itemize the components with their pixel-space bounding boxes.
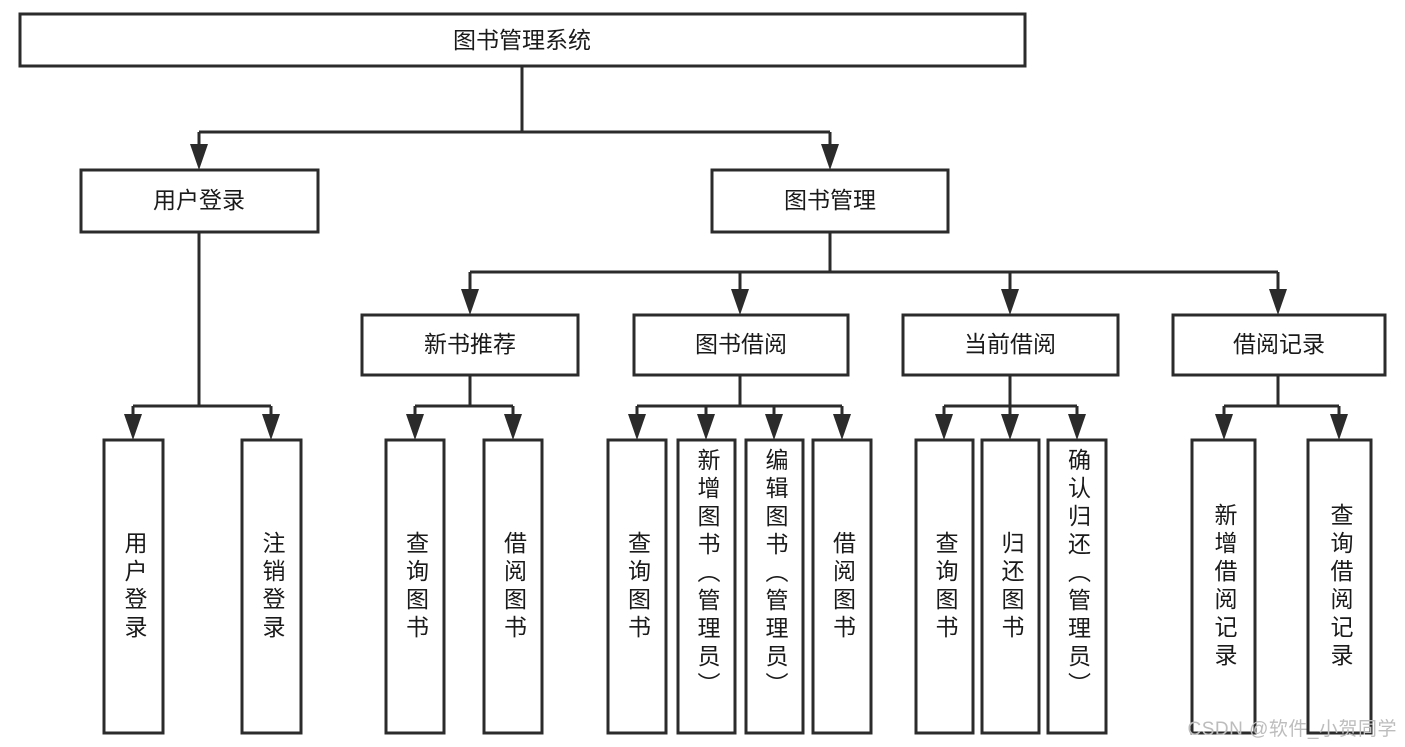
node-root-label: 图书管理系统 (453, 27, 591, 53)
node-current-borrow[interactable]: 当前借阅 (901, 313, 1120, 377)
node-root[interactable]: 图书管理系统 (18, 12, 1027, 68)
node-root-box[interactable] (18, 12, 1027, 68)
node-new-book-rec-box[interactable] (360, 313, 580, 377)
arrowhead-user-login (190, 144, 208, 170)
node-leaf-logout-box[interactable] (240, 438, 303, 735)
arrowhead-leaf-add-record (1215, 414, 1233, 440)
node-leaf-query-book-2-box[interactable] (606, 438, 668, 735)
edge-bookmgmt-bus (468, 232, 1280, 296)
node-borrow-record-box[interactable] (1171, 313, 1387, 377)
edge-bookborrow-bus (635, 375, 844, 422)
arrowhead-leaf-return-book (1001, 414, 1019, 440)
arrowhead-leaf-add-book (697, 414, 715, 440)
arrowhead-leaf-user-login (124, 414, 142, 440)
node-leaf-query-record-box[interactable] (1306, 438, 1373, 735)
arrowhead-leaf-borrow-book-1 (504, 414, 522, 440)
arrowhead-leaf-query-book-3 (935, 414, 953, 440)
node-book-borrow[interactable]: 图书借阅 (632, 313, 850, 377)
node-leaf-confirm-return-box[interactable] (1046, 438, 1108, 735)
arrowhead-leaf-borrow-book-2 (833, 414, 851, 440)
node-leaf-add-book-box[interactable] (676, 438, 737, 735)
node-book-mgmt-box[interactable] (710, 168, 950, 234)
arrowhead-current-borrow (1001, 289, 1019, 315)
arrowhead-leaf-logout (262, 414, 280, 440)
node-user-login-box[interactable] (79, 168, 320, 234)
arrowhead-leaf-confirm-return (1068, 414, 1086, 440)
connector-layer (124, 66, 1348, 440)
arrowhead-leaf-query-book-2 (628, 414, 646, 440)
arrowhead-leaf-edit-book (765, 414, 783, 440)
arrowhead-leaf-query-book-1 (406, 414, 424, 440)
node-leaf-query-book-1-box[interactable] (384, 438, 446, 735)
node-book-borrow-box[interactable] (632, 313, 850, 377)
node-leaf-borrow-book-2-box[interactable] (811, 438, 873, 735)
node-leaf-user-login-box[interactable] (102, 438, 165, 735)
edge-root-bus (197, 66, 832, 152)
node-borrow-record-label: 借阅记录 (1233, 331, 1325, 357)
node-user-login[interactable]: 用户登录 (79, 168, 320, 234)
node-leaf-return-book-box[interactable] (980, 438, 1041, 735)
arrowhead-new-book-rec (461, 289, 479, 315)
node-book-borrow-label: 图书借阅 (695, 331, 787, 357)
arrowhead-book-borrow (731, 289, 749, 315)
node-current-borrow-label: 当前借阅 (964, 331, 1056, 357)
node-user-login-label: 用户登录 (153, 187, 245, 213)
node-book-mgmt-label: 图书管理 (784, 187, 876, 213)
node-borrow-record[interactable]: 借阅记录 (1171, 313, 1387, 377)
edge-borrowrecord-bus (1222, 375, 1341, 422)
edge-userlogin-bus (131, 232, 273, 422)
node-current-borrow-box[interactable] (901, 313, 1120, 377)
node-leaf-add-record-box[interactable] (1190, 438, 1257, 735)
node-leaf-edit-book-box[interactable] (744, 438, 805, 735)
node-new-book-rec[interactable]: 新书推荐 (360, 313, 580, 377)
node-new-book-rec-label: 新书推荐 (424, 331, 516, 357)
arrowhead-book-mgmt (821, 144, 839, 170)
node-leaf-query-book-3-box[interactable] (914, 438, 975, 735)
arrowhead-borrow-record (1269, 289, 1287, 315)
node-leaf-borrow-book-1-box[interactable] (482, 438, 544, 735)
edge-newbook-bus (413, 375, 515, 422)
arrowhead-leaf-query-record (1330, 414, 1348, 440)
node-book-mgmt[interactable]: 图书管理 (710, 168, 950, 234)
